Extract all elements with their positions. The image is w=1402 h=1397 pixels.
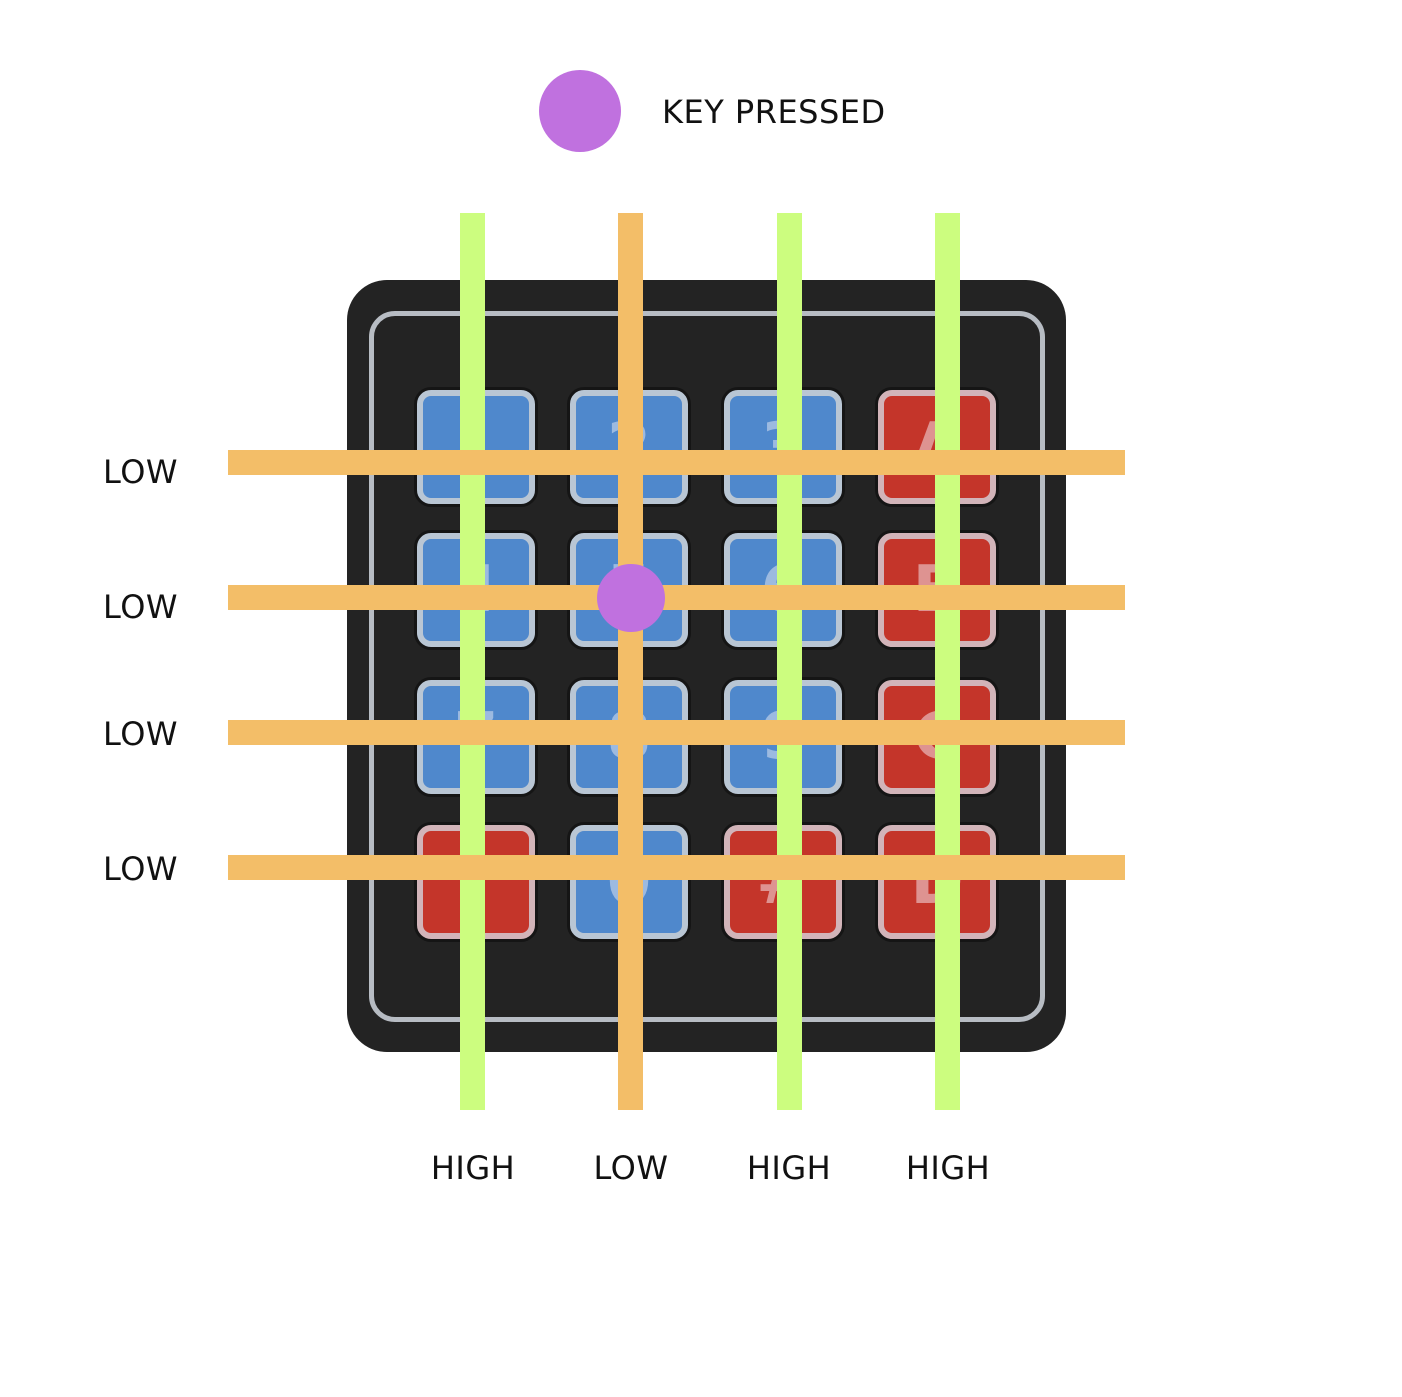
- column-line-1: [460, 213, 485, 1110]
- row-line-1: [228, 450, 1125, 475]
- column-label-3: HIGH: [746, 1149, 832, 1187]
- key-pressed-dot: [597, 564, 665, 632]
- row-label-1: LOW: [103, 453, 179, 491]
- row-label-3: LOW: [103, 715, 179, 753]
- row-line-4: [228, 855, 1125, 880]
- key-pressed-legend-dot: [539, 70, 621, 152]
- keypad-inner-border: [369, 311, 1045, 1022]
- row-label-2: LOW: [103, 588, 179, 626]
- column-line-4: [935, 213, 960, 1110]
- column-label-2: LOW: [593, 1149, 669, 1187]
- row-line-3: [228, 720, 1125, 745]
- key-pressed-legend-label: KEY PRESSED: [662, 93, 886, 131]
- column-label-1: HIGH: [430, 1149, 516, 1187]
- row-label-4: LOW: [103, 850, 179, 888]
- row-line-2: [228, 585, 1125, 610]
- column-label-4: HIGH: [905, 1149, 991, 1187]
- column-line-3: [777, 213, 802, 1110]
- column-line-2: [618, 213, 643, 1110]
